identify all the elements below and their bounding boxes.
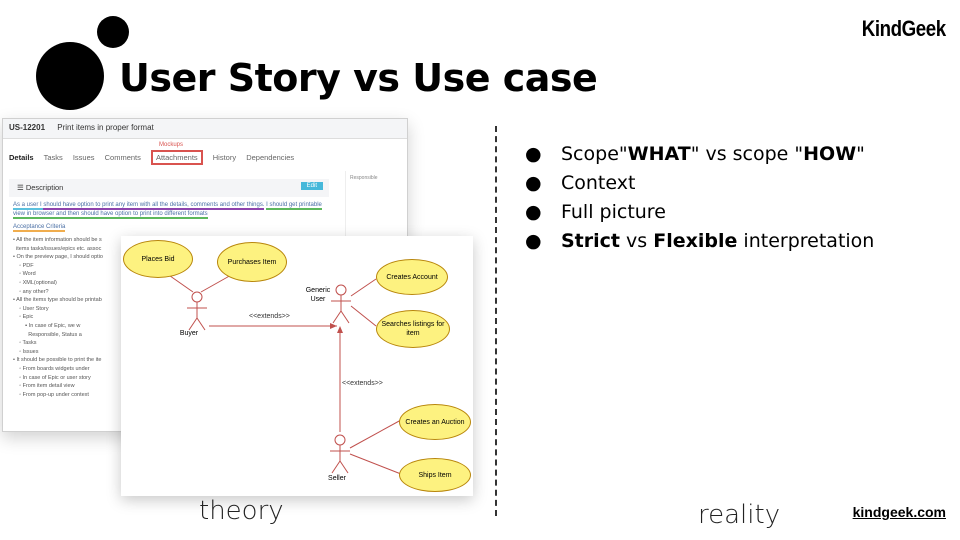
criteria-list: • All the item information should be s i…	[13, 236, 133, 399]
bullet-dot-icon: ●	[525, 143, 542, 165]
side-label: Responsible	[350, 175, 378, 181]
issue-summary: Print items in proper format	[57, 123, 154, 132]
criteria-line: ◦ In case of Epic or user story	[13, 374, 91, 381]
criteria-line: • All the item information should be s	[13, 237, 102, 243]
card-tabs: Mockups Details Tasks Issues Comments At…	[3, 139, 407, 169]
extends-label-seller: <<extends>>	[342, 380, 383, 387]
brand-logo: KindGeek	[862, 16, 946, 41]
tab-tasks: Tasks	[43, 153, 63, 162]
slide-title: User Story vs Use case	[119, 56, 598, 100]
caption-reality: reality	[698, 500, 781, 530]
story-segment: should have option to print any item wit…	[43, 202, 265, 210]
bullet-item: ● Full picture	[525, 198, 874, 227]
criteria-line: ◦ From pop-up under context	[13, 391, 89, 398]
issue-key: US-12201	[9, 123, 46, 132]
edit-button: Edit	[300, 182, 323, 190]
bullet-item: ● Strict vs Flexible interpretation	[525, 227, 874, 256]
actor-seller-label: Seller	[328, 475, 346, 482]
criteria-line: Responsible, Status a	[13, 331, 82, 338]
story-segment: As a user I	[13, 202, 44, 210]
description-label: Description	[25, 183, 64, 192]
bullet-text: Full picture	[561, 201, 666, 223]
criteria-line: • On the preview page, I should optio	[13, 254, 103, 261]
story-segment: I should get printable view in browser a…	[13, 202, 322, 219]
criteria-line: ◦ Tasks	[13, 340, 37, 347]
use-case-places-bid: Places Bid	[123, 240, 193, 278]
bullet-text: " vs scope "	[690, 143, 804, 165]
bullet-text: "	[856, 143, 865, 165]
criteria-line: • It should be possible to print the ite	[13, 357, 102, 364]
actor-buyer-label: Buyer	[179, 330, 199, 337]
bullet-text: Flexible	[653, 230, 738, 252]
criteria-line: ◦ Word	[13, 271, 36, 278]
actor-generic-user-label: Generic User	[305, 287, 331, 303]
acceptance-criteria-label: Acceptance Criteria	[13, 223, 333, 232]
menu-icon: ☰	[17, 183, 26, 192]
bullet-text: vs	[620, 230, 654, 252]
tab-comments: Comments	[104, 153, 141, 162]
tab-history: History	[212, 153, 237, 162]
bullet-item: ● Scope"WHAT" vs scope "HOW"	[525, 140, 874, 169]
use-case-creates-account: Creates Account	[376, 259, 448, 295]
criteria-line: ◦ From boards widgets under	[13, 365, 90, 372]
bullet-text: interpretation	[737, 230, 875, 252]
caption-theory: theory	[199, 496, 284, 526]
acceptance-label: Acceptance Criteria	[13, 224, 66, 232]
criteria-line: ▪ In case of Epic, we w	[13, 322, 81, 329]
bullet-text: Scope"	[561, 143, 628, 165]
use-case-ships-item: Ships Item	[399, 458, 471, 492]
use-case-diagram: Places Bid Purchases Item Creates Accoun…	[121, 236, 473, 496]
use-case-purchases-item: Purchases Item	[217, 242, 287, 282]
criteria-line: ◦ PDF	[13, 262, 34, 269]
bullet-text: Context	[561, 172, 636, 194]
tab-dependencies: Dependencies	[246, 153, 295, 162]
criteria-line: ◦ User Story	[13, 305, 49, 312]
tab-issues: Issues	[72, 153, 95, 162]
bullet-text: Strict	[561, 230, 620, 252]
criteria-line: ◦ XML(optional)	[13, 279, 57, 286]
use-case-searches-listings: Searches listings for item	[376, 310, 450, 348]
decorative-circle-small	[97, 16, 129, 48]
comparison-bullets: ● Scope"WHAT" vs scope "HOW" ● Context ● Full…	[525, 140, 874, 256]
criteria-line: items tasks/issues/epics etc. assoc	[13, 245, 102, 252]
bullet-item: ● Context	[525, 169, 874, 198]
criteria-line: • All the items type should be printab	[13, 297, 102, 304]
bullet-dot-icon: ●	[525, 172, 542, 194]
extends-label-buyer: <<extends>>	[249, 313, 290, 320]
bullet-dot-icon: ●	[525, 201, 542, 223]
bullet-text: WHAT	[627, 143, 691, 165]
decorative-circle-large	[36, 42, 104, 110]
description-header: ☰ Description Edit	[9, 179, 329, 197]
tab-attachments: Attachments	[150, 150, 203, 165]
story-text: As a user I should have option to print …	[13, 201, 333, 219]
criteria-line: ◦ From item detail view	[13, 383, 75, 390]
criteria-line: ◦ any other?	[13, 288, 49, 295]
dashed-divider	[495, 126, 497, 516]
criteria-line: ◦ Issues	[13, 348, 39, 355]
bullet-dot-icon: ●	[525, 230, 542, 252]
card-header: US-12201 Print items in proper format	[3, 119, 407, 139]
mockups-annotation: Mockups	[159, 142, 184, 148]
use-case-creates-auction: Creates an Auction	[399, 404, 471, 440]
brand-url: kindgeek.com	[852, 504, 946, 520]
criteria-line: ◦ Epic	[13, 314, 34, 321]
tab-details: Details	[9, 153, 34, 162]
bullet-text: HOW	[803, 143, 857, 165]
